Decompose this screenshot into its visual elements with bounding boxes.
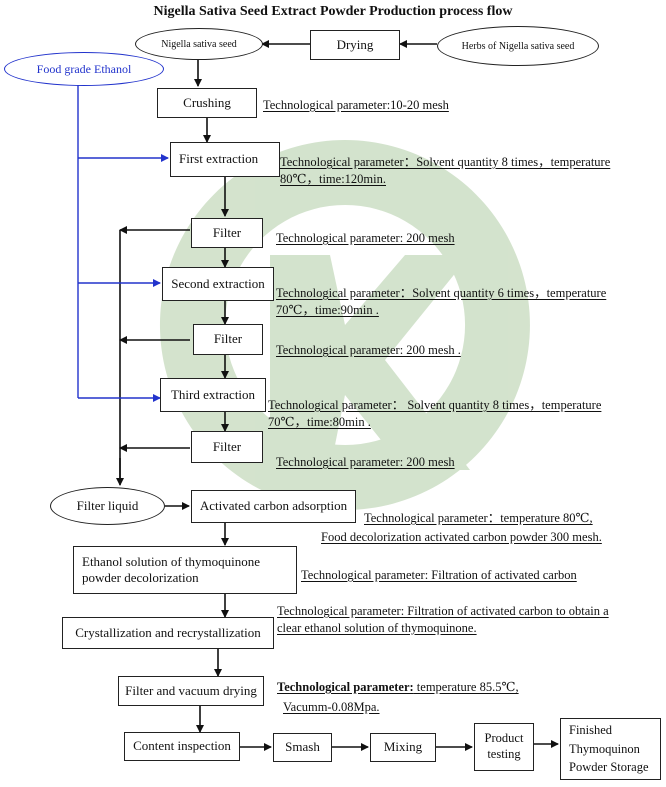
node-mixing: Mixing	[370, 733, 436, 762]
node-third-extraction: Third extraction	[160, 378, 266, 412]
param-third-extraction: Technological parameter： Solvent quantit…	[268, 398, 602, 429]
node-storage: Finished Thymoquinon Powder Storage	[560, 718, 661, 780]
param-carbon-line-2: Food decolorization activated carbon pow…	[321, 530, 602, 544]
node-content-inspection-label: Content inspection	[133, 738, 231, 754]
param-drying-label: Technological parameter:	[277, 680, 414, 694]
node-filter-3-label: Filter	[212, 438, 242, 454]
node-filter-2-label: Filter	[213, 331, 243, 347]
node-herbs: Herbs of Nigella sativa seed	[437, 26, 599, 66]
node-storage-label: Finished Thymoquinon Powder Storage	[569, 722, 649, 775]
node-carbon-label: Activated carbon adsorption	[199, 498, 348, 514]
node-ethanol-label: Food grade Ethanol	[36, 61, 132, 76]
node-vacuum-drying-label: Filter and vacuum drying	[125, 682, 257, 698]
node-herbs-label: Herbs of Nigella sativa seed	[461, 40, 575, 52]
node-ethanol-solution: Ethanol solution of thymoquinone powder …	[73, 546, 297, 594]
node-crystallization-label: Crystallization and recrystallization	[75, 624, 261, 640]
param-second-extraction: Technological parameter：Solvent quantity…	[276, 286, 607, 317]
param-ethanol-solution: Technological parameter: Filtration of a…	[301, 568, 577, 582]
node-drying: Drying	[310, 30, 400, 60]
node-ethanol-solution-label: Ethanol solution of thymoquinone powder …	[82, 553, 261, 585]
param-first-extraction: Technological parameter：Solvent quantity…	[280, 155, 611, 186]
param-vacuum-drying: Technological parameter: temperature 85.…	[277, 679, 519, 696]
node-second-extraction: Second extraction	[162, 267, 274, 301]
node-product-testing: Product testing	[474, 723, 534, 771]
node-filter-liquid: Filter liquid	[50, 487, 165, 525]
page-title: Nigella Sativa Seed Extract Powder Produ…	[153, 4, 513, 19]
param-crushing: Technological parameter:10-20 mesh	[263, 98, 449, 112]
node-food-grade-ethanol: Food grade Ethanol	[4, 52, 164, 86]
node-activated-carbon-adsorption: Activated carbon adsorption	[191, 490, 356, 523]
node-filter-1-label: Filter	[212, 224, 242, 240]
node-first-extraction-label: First extraction	[179, 151, 259, 167]
node-third-extraction-label: Third extraction	[170, 386, 256, 402]
node-mixing-label: Mixing	[383, 739, 423, 755]
node-filter-liquid-label: Filter liquid	[76, 498, 139, 513]
param-filter-2: Technological parameter: 200 mesh .	[276, 343, 461, 357]
node-drying-label: Drying	[336, 36, 374, 52]
node-product-testing-label: Product testing	[484, 731, 524, 761]
node-filter-3: Filter	[191, 431, 263, 463]
param-drying-value: temperature 85.5℃,	[413, 680, 519, 694]
param-filter-1: Technological parameter: 200 mesh	[276, 231, 455, 245]
node-filter-2: Filter	[193, 324, 263, 355]
node-nigella-seed-label: Nigella sativa seed	[161, 38, 237, 50]
node-vacuum-drying: Filter and vacuum drying	[118, 676, 264, 706]
param-crystallization: Technological parameter: Filtration of a…	[277, 604, 609, 635]
node-crystallization: Crystallization and recrystallization	[62, 617, 274, 649]
node-second-extraction-label: Second extraction	[171, 275, 265, 291]
node-smash: Smash	[273, 733, 332, 762]
param-filter-3: Technological parameter: 200 mesh	[276, 455, 455, 469]
node-smash-label: Smash	[285, 739, 320, 755]
node-crushing: Crushing	[157, 88, 257, 118]
node-crushing-label: Crushing	[183, 94, 231, 110]
node-first-extraction: First extraction	[170, 142, 280, 177]
node-nigella-seed: Nigella sativa seed	[135, 28, 263, 60]
param-carbon-line-1: Technological parameter：temperature 80℃,	[364, 511, 593, 525]
node-filter-1: Filter	[191, 218, 263, 248]
param-drying-line-2: Vacumm-0.08Mpa.	[283, 700, 380, 714]
node-content-inspection: Content inspection	[124, 732, 240, 761]
